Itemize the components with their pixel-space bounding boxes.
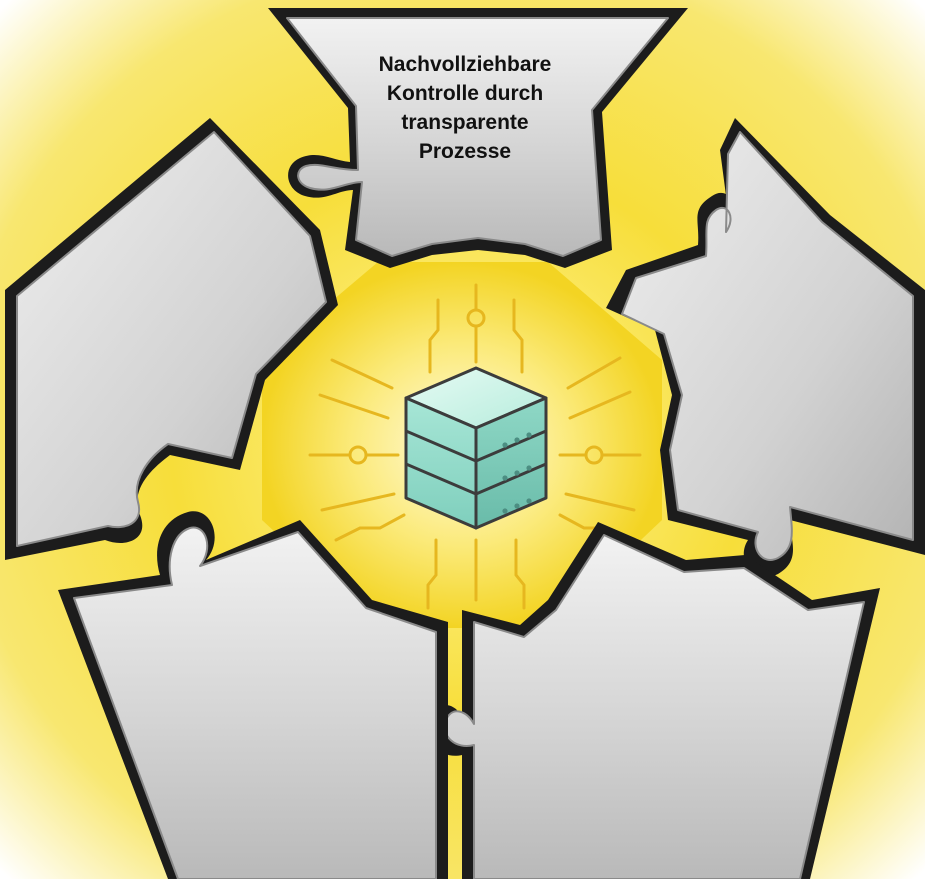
puzzle-piece-bottom-right	[427, 522, 880, 879]
puzzle-piece-left	[5, 118, 338, 560]
top-piece-label: Nachvollziehbare Kontrolle durch transpa…	[378, 53, 552, 163]
puzzle-piece-top	[268, 8, 688, 268]
puzzle-piece-bottom-left	[58, 511, 448, 879]
puzzle-piece-right	[606, 118, 925, 578]
database-server-icon	[404, 366, 548, 530]
